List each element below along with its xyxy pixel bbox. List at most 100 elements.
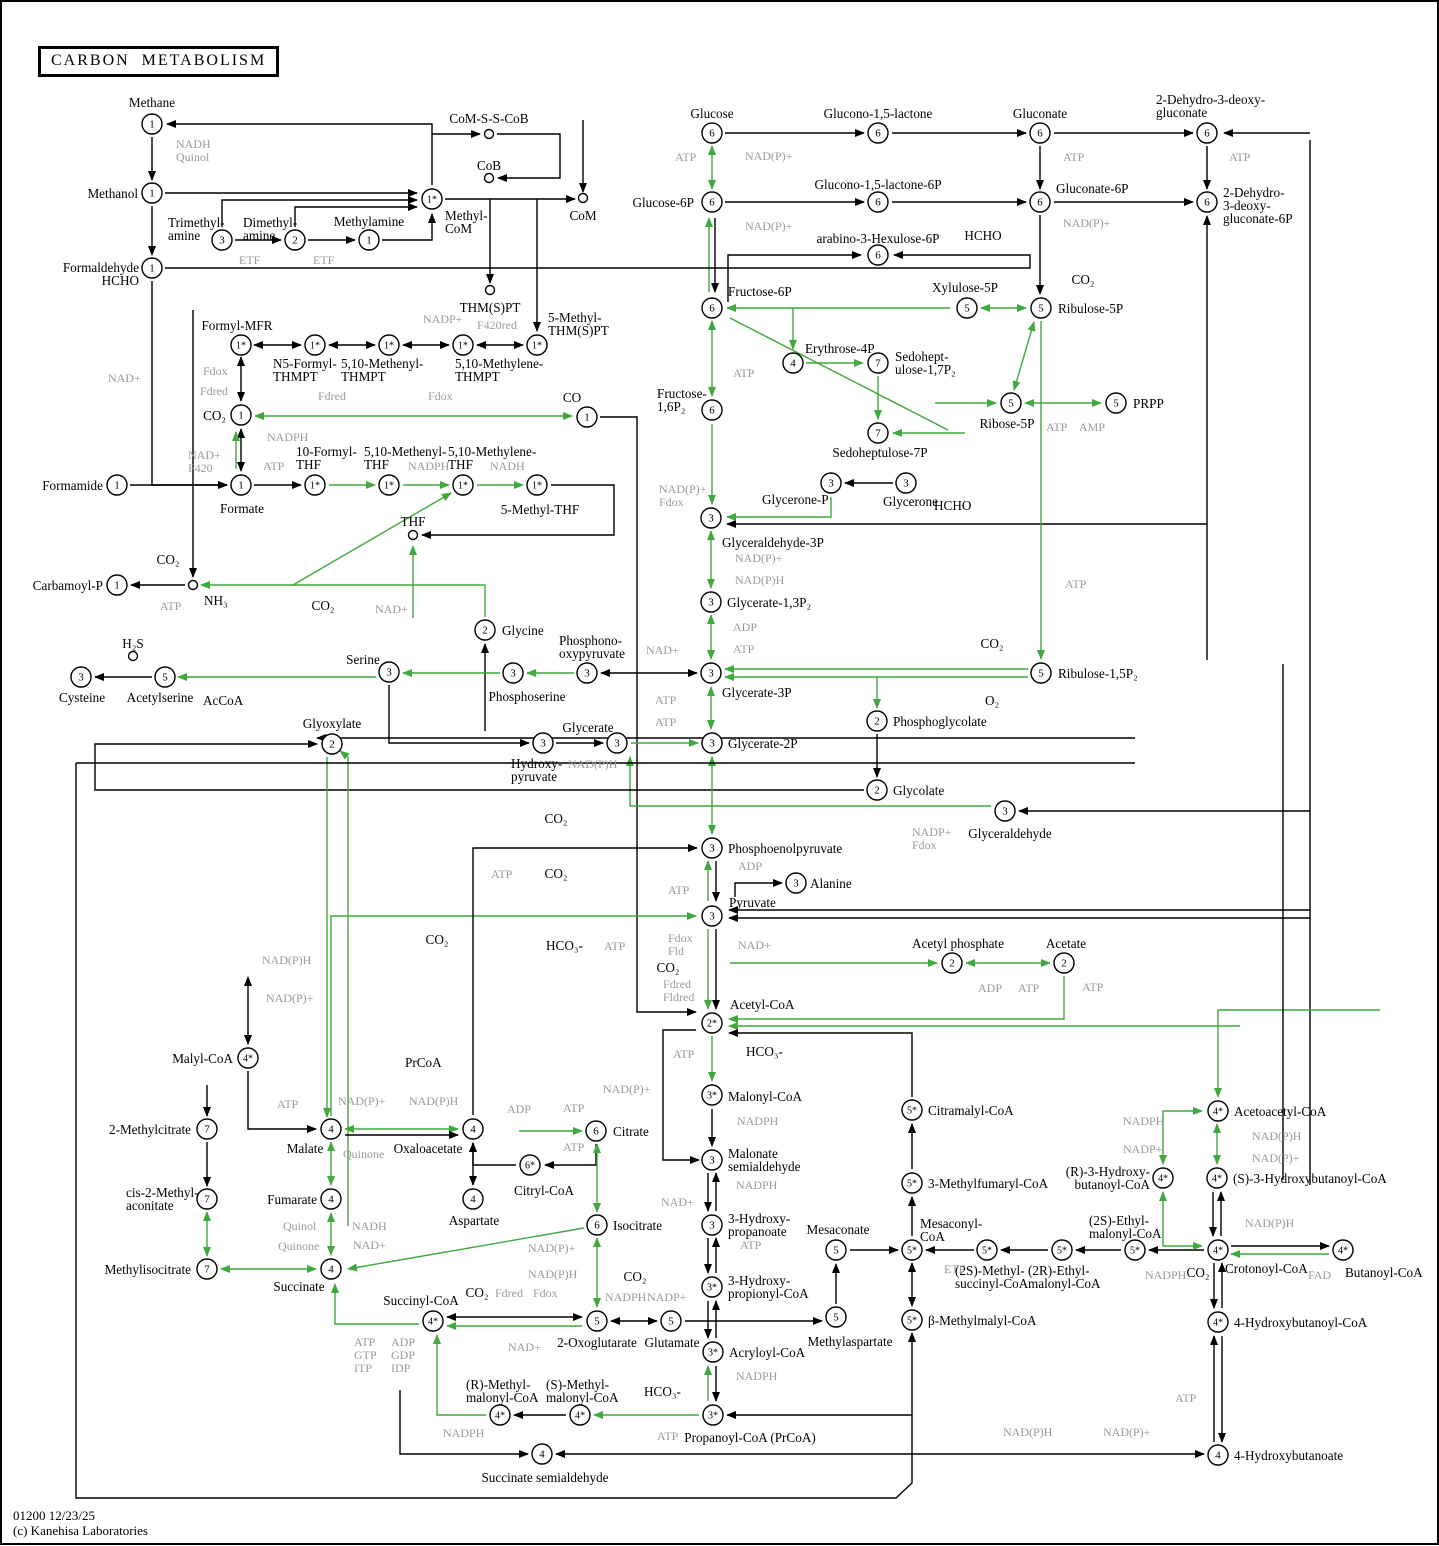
node-methylisocitrate[interactable] xyxy=(196,1258,218,1280)
node-succinate[interactable] xyxy=(320,1258,342,1280)
node-sedoheptulose-17p2[interactable] xyxy=(867,352,889,374)
node-isocitrate[interactable] xyxy=(586,1214,608,1236)
node-mesaconate[interactable] xyxy=(825,1239,847,1261)
node-methyl-thf[interactable] xyxy=(526,474,548,496)
node-methenyl-thf[interactable] xyxy=(378,474,400,496)
node-3-methylfumaryl-coa[interactable] xyxy=(901,1172,923,1194)
node-glycerate-2p[interactable] xyxy=(701,732,723,754)
node-glyoxylate[interactable] xyxy=(321,733,343,755)
node-formyl-thf[interactable] xyxy=(304,474,326,496)
node-glucose[interactable] xyxy=(701,122,723,144)
node-acetate[interactable] xyxy=(1053,952,1075,974)
node-arabino-3-hexulose-6p[interactable] xyxy=(867,244,889,266)
node-2-oxoglutarate[interactable] xyxy=(586,1310,608,1332)
node-sedoheptulose-7p[interactable] xyxy=(867,422,889,444)
node-formyl-mfr[interactable] xyxy=(230,334,252,356)
node-glycolate[interactable] xyxy=(866,779,888,801)
node-citrate[interactable] xyxy=(585,1120,607,1142)
node-2d3d-gluconate-6p[interactable] xyxy=(1196,191,1218,213)
node-2r-ethylmalonyl-coa[interactable] xyxy=(1051,1239,1073,1261)
node-cis-2-methylaconitate[interactable] xyxy=(196,1188,218,1210)
node-dimethylamine[interactable] xyxy=(284,229,306,251)
node-4-hydroxybutanoate[interactable] xyxy=(1207,1444,1229,1466)
node-malyl-coa[interactable] xyxy=(237,1047,259,1069)
node-n5-formyl-thmpt[interactable] xyxy=(304,334,326,356)
node-glucose-6p[interactable] xyxy=(701,191,723,213)
node-fructose-16p2[interactable] xyxy=(701,399,723,421)
node-gluconate-6p[interactable] xyxy=(1029,191,1051,213)
node-ribose-5p[interactable] xyxy=(1000,392,1022,414)
node-methylaspartate[interactable] xyxy=(825,1306,847,1328)
node-phosphoserine[interactable] xyxy=(502,662,524,684)
node-hydroxypyruvate[interactable] xyxy=(532,732,554,754)
node-fumarate[interactable] xyxy=(320,1188,342,1210)
node-2s-methylsuccinyl-coa[interactable] xyxy=(976,1239,998,1261)
node-citramalyl-coa[interactable] xyxy=(901,1099,923,1121)
node-s-methylmalonyl-coa[interactable] xyxy=(569,1404,591,1426)
node-glucono-15-lactone[interactable] xyxy=(867,122,889,144)
node-trimethylamine[interactable] xyxy=(211,229,233,251)
node-phosphonooxypyruvate[interactable] xyxy=(576,662,598,684)
node-gluconate[interactable] xyxy=(1029,122,1051,144)
node-glycerate-3p[interactable] xyxy=(700,662,722,684)
node-glycerone[interactable] xyxy=(895,472,917,494)
node-glutamate[interactable] xyxy=(660,1310,682,1332)
node-r-3-hydroxybutanoyl-coa[interactable] xyxy=(1152,1167,1174,1189)
node-methanol[interactable] xyxy=(141,182,163,204)
node-methenyl-thmpt[interactable] xyxy=(378,334,400,356)
node-alanine[interactable] xyxy=(785,872,807,894)
node-co2-node[interactable] xyxy=(230,404,252,426)
node-methylamine[interactable] xyxy=(358,229,380,251)
node-phosphoglycolate[interactable] xyxy=(866,710,888,732)
node-methane[interactable] xyxy=(141,113,163,135)
node-crotonoyl-coa[interactable] xyxy=(1207,1239,1229,1261)
node-methylene-thmpt[interactable] xyxy=(452,334,474,356)
node-glycine[interactable] xyxy=(474,619,496,641)
node-beta-methylmalyl-coa[interactable] xyxy=(901,1309,923,1331)
node-cysteine[interactable] xyxy=(70,666,92,688)
node-mesaconyl-coa[interactable] xyxy=(901,1239,923,1261)
node-acryloyl-coa[interactable] xyxy=(702,1341,724,1363)
node-fructose-6p[interactable] xyxy=(701,297,723,319)
node-pyruvate[interactable] xyxy=(701,905,723,927)
node-2s-ethylmalonyl-coa[interactable] xyxy=(1124,1239,1146,1261)
node-malonate-semialdehyde[interactable] xyxy=(701,1149,723,1171)
node-formamide[interactable] xyxy=(106,474,128,496)
node-glyceraldehyde[interactable] xyxy=(994,800,1016,822)
node-formaldehyde[interactable] xyxy=(141,257,163,279)
node-prpp[interactable] xyxy=(1105,392,1127,414)
node-methyl-thmspt[interactable] xyxy=(526,334,548,356)
node-3-hydroxypropanoate[interactable] xyxy=(701,1214,723,1236)
node-r-methylmalonyl-coa[interactable] xyxy=(489,1404,511,1426)
node-4-hydroxybutanoyl-coa[interactable] xyxy=(1207,1311,1229,1333)
node-formate[interactable] xyxy=(230,474,252,496)
node-co-node[interactable] xyxy=(576,406,598,428)
node-ribulose-5p[interactable] xyxy=(1030,297,1052,319)
node-serine[interactable] xyxy=(378,661,400,683)
node-ribulose-15p2[interactable] xyxy=(1030,662,1052,684)
node-oxaloacetate[interactable] xyxy=(462,1118,484,1140)
node-2d3d-gluconate[interactable] xyxy=(1196,122,1218,144)
node-acetoacetyl-coa[interactable] xyxy=(1207,1100,1229,1122)
node-citryl-coa[interactable] xyxy=(519,1154,541,1176)
node-acetyl-phosphate[interactable] xyxy=(941,952,963,974)
node-xylulose-5p[interactable] xyxy=(956,297,978,319)
node-s-3-hydroxybutanoyl-coa[interactable] xyxy=(1206,1167,1228,1189)
node-erythrose-4p[interactable] xyxy=(782,352,804,374)
node-2-methylcitrate[interactable] xyxy=(196,1118,218,1140)
node-acetylserine[interactable] xyxy=(154,666,176,688)
node-malate[interactable] xyxy=(320,1118,342,1140)
node-pep[interactable] xyxy=(701,837,723,859)
node-aspartate[interactable] xyxy=(462,1188,484,1210)
node-glycerate-13p2[interactable] xyxy=(700,591,722,613)
node-glyceraldehyde-3p[interactable] xyxy=(700,507,722,529)
node-glycerate[interactable] xyxy=(606,732,628,754)
node-3-hydroxypropionyl-coa[interactable] xyxy=(701,1276,723,1298)
node-glycerone-p[interactable] xyxy=(820,472,842,494)
node-succinate-semialdehyde[interactable] xyxy=(531,1443,553,1465)
node-butanoyl-coa[interactable] xyxy=(1332,1239,1354,1261)
node-acetyl-coa[interactable] xyxy=(701,1012,723,1034)
node-glucono-15-lactone-6p[interactable] xyxy=(867,191,889,213)
node-propanoyl-coa[interactable] xyxy=(702,1404,724,1426)
node-malonyl-coa[interactable] xyxy=(701,1084,723,1106)
